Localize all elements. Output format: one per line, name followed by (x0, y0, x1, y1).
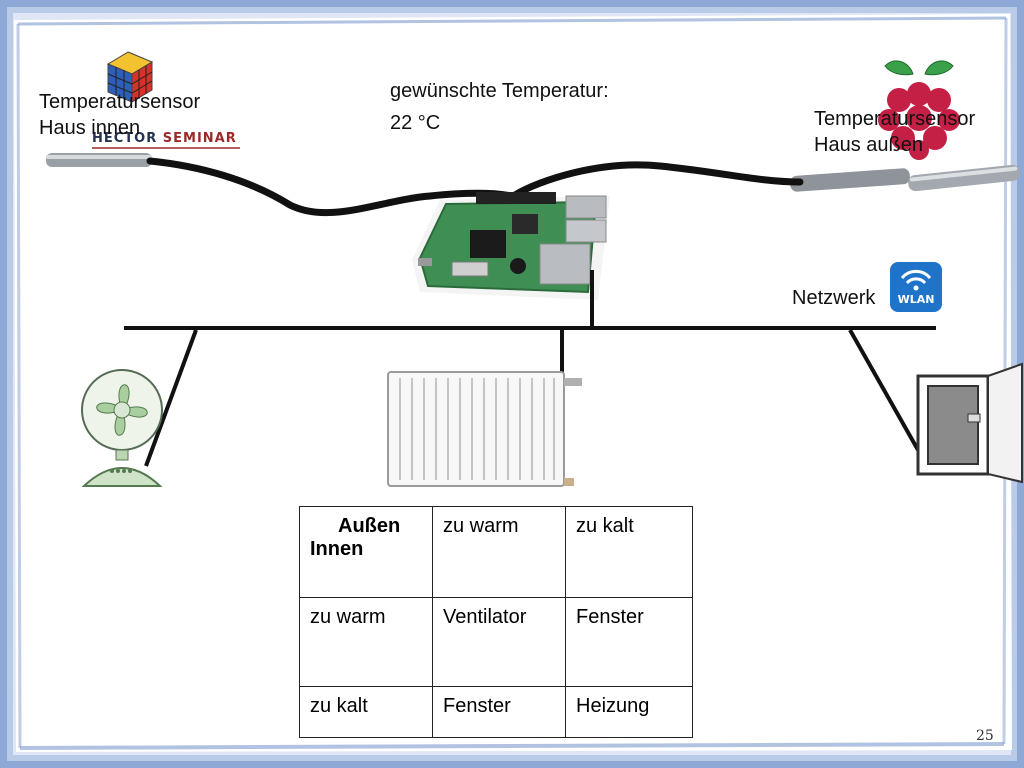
raspberry-pi-logo (878, 60, 960, 160)
table-row: zu warm Ventilator Fenster (299, 597, 693, 687)
sensor-outside-line2: Haus außen (814, 134, 923, 156)
temperature-probe-icon (46, 153, 1020, 192)
sensor-cable (146, 157, 804, 217)
table-cell: Fenster (432, 686, 566, 738)
table-cell: Heizung (565, 686, 693, 738)
table-row: zu kalt Fenster Heizung (299, 686, 693, 738)
row-label: zu warm (299, 597, 433, 687)
radiator-icon (387, 371, 582, 487)
table-header-row: Außen Innen zu warm zu kalt (299, 506, 693, 598)
sensor-inside-line1: Temperatursensor (39, 91, 201, 113)
table-corner-header: Außen Innen (299, 506, 433, 598)
window-icon (916, 362, 1023, 484)
header-outside: Außen (338, 515, 401, 537)
decision-table: Außen Innen zu warm zu kalt zu warm Vent… (299, 506, 693, 738)
hector-seminar-logo (92, 51, 240, 149)
row-label: zu kalt (299, 686, 433, 738)
wlan-badge-text: WLAN (898, 293, 935, 306)
table-cell: Ventilator (432, 597, 566, 687)
hector-seminar-logo-text: HECTOR SEMINAR (92, 131, 237, 146)
header-inside: Innen (310, 538, 364, 560)
desired-temperature: gewünschte Temperatur: 22 °C (390, 78, 609, 136)
wlan-icon: WLAN (890, 262, 942, 312)
logo-brand: HECTOR (92, 131, 158, 146)
network-bus (124, 270, 936, 467)
desired-temp-label: gewünschte Temperatur: (390, 80, 609, 102)
col-header-cold: zu kalt (565, 506, 693, 598)
desired-temp-value: 22 °C (390, 112, 441, 134)
page-number: 25 (976, 728, 994, 744)
sensor-inside-label: Temperatursensor Haus innen (39, 89, 200, 141)
sensor-outside-line1: Temperatursensor (814, 108, 976, 130)
table-cell: Fenster (565, 597, 693, 687)
network-label: Netzwerk (792, 287, 876, 309)
sensor-outside-label: Temperatursensor Haus außen (814, 106, 975, 158)
fan-icon (81, 369, 163, 487)
sensor-inside-line2: Haus innen (39, 117, 141, 139)
raspberry-pi-board (412, 192, 610, 300)
logo-suffix: SEMINAR (162, 131, 237, 146)
col-header-warm: zu warm (432, 506, 566, 598)
